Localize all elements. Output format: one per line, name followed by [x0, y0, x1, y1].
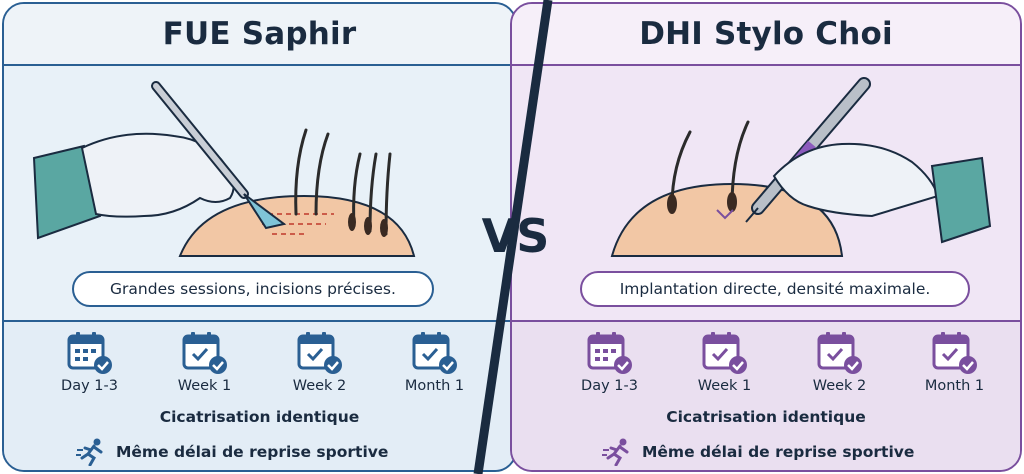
- runner-icon: [76, 438, 103, 466]
- timeline-label: Week 1: [177, 378, 232, 394]
- vs-label: VS: [481, 209, 550, 263]
- fue-sport-line: Même délai de reprise sportive: [76, 438, 388, 466]
- fue-title-bar: FUE Saphir: [4, 4, 515, 66]
- timeline-item: Week 2: [782, 330, 897, 394]
- fue-illustration: [32, 81, 416, 257]
- dhi-divider: [512, 320, 1020, 322]
- timeline-label: Week 2: [812, 378, 867, 394]
- fue-timeline-section: Day 1-3 Week 1: [4, 322, 515, 470]
- fue-glove: [80, 132, 235, 218]
- timeline-item: Month 1: [377, 330, 492, 394]
- calendar-check-icon: [412, 332, 457, 374]
- dhi-sport-text: Même délai de reprise sportive: [642, 443, 915, 461]
- dhi-healing-caption: Cicatrisation identique: [666, 408, 866, 426]
- fue-caption-pill: Grandes sessions, incisions précises.: [72, 271, 434, 307]
- scalp-shape: [178, 194, 416, 257]
- dhi-panel: DHI Stylo Choi Implantation directe, den…: [510, 2, 1022, 472]
- fue-timeline: Day 1-3 Week 1: [32, 330, 492, 394]
- fue-healing-caption: Cicatrisation identique: [159, 408, 360, 426]
- timeline-label: Week 1: [697, 378, 752, 394]
- implant-arrow: [716, 209, 734, 220]
- dhi-caption-pill: Implantation directe, densité maximale.: [580, 271, 970, 307]
- dhi-sport-line: Même délai de reprise sportive: [602, 438, 914, 466]
- calendar-check-icon: [297, 332, 342, 374]
- dhi-title-bar: DHI Stylo Choi: [512, 4, 1020, 66]
- timeline-label: Month 1: [404, 378, 465, 394]
- calendar-check-icon: [67, 332, 112, 374]
- dhi-timeline: Day 1-3 Week 1: [552, 330, 1012, 394]
- calendar-check-icon: [702, 332, 747, 374]
- timeline-label: Month 1: [924, 378, 985, 394]
- calendar-check-icon: [817, 332, 862, 374]
- timeline-item: Month 1: [897, 330, 1012, 394]
- hair-bulbs: [348, 213, 388, 237]
- fue-divider: [4, 320, 515, 322]
- timeline-item: Day 1-3: [552, 330, 667, 394]
- fue-sport-text: Même délai de reprise sportive: [116, 443, 389, 461]
- dhi-title: DHI Stylo Choi: [639, 16, 893, 52]
- fue-panel: FUE Saphir: [2, 2, 517, 472]
- timeline-item: Week 2: [262, 330, 377, 394]
- timeline-item: Week 1: [667, 330, 782, 394]
- dhi-timeline-section: Day 1-3 Week 1: [512, 322, 1020, 470]
- dhi-glove: [772, 142, 940, 218]
- calendar-check-icon: [587, 332, 632, 374]
- timeline-item: Week 1: [147, 330, 262, 394]
- fue-sleeve: [32, 144, 102, 240]
- timeline-label: Week 2: [292, 378, 347, 394]
- timeline-item: Day 1-3: [32, 330, 147, 394]
- scalpel-icon: [151, 81, 287, 230]
- calendar-check-icon: [182, 332, 227, 374]
- hair-bulbs: [667, 192, 737, 214]
- dhi-illustration: [610, 77, 992, 257]
- calendar-check-icon: [932, 332, 977, 374]
- runner-icon: [602, 438, 629, 466]
- timeline-label: Day 1-3: [61, 378, 118, 394]
- timeline-label: Day 1-3: [581, 378, 638, 394]
- fue-title: FUE Saphir: [162, 16, 357, 52]
- dhi-sleeve: [930, 156, 992, 244]
